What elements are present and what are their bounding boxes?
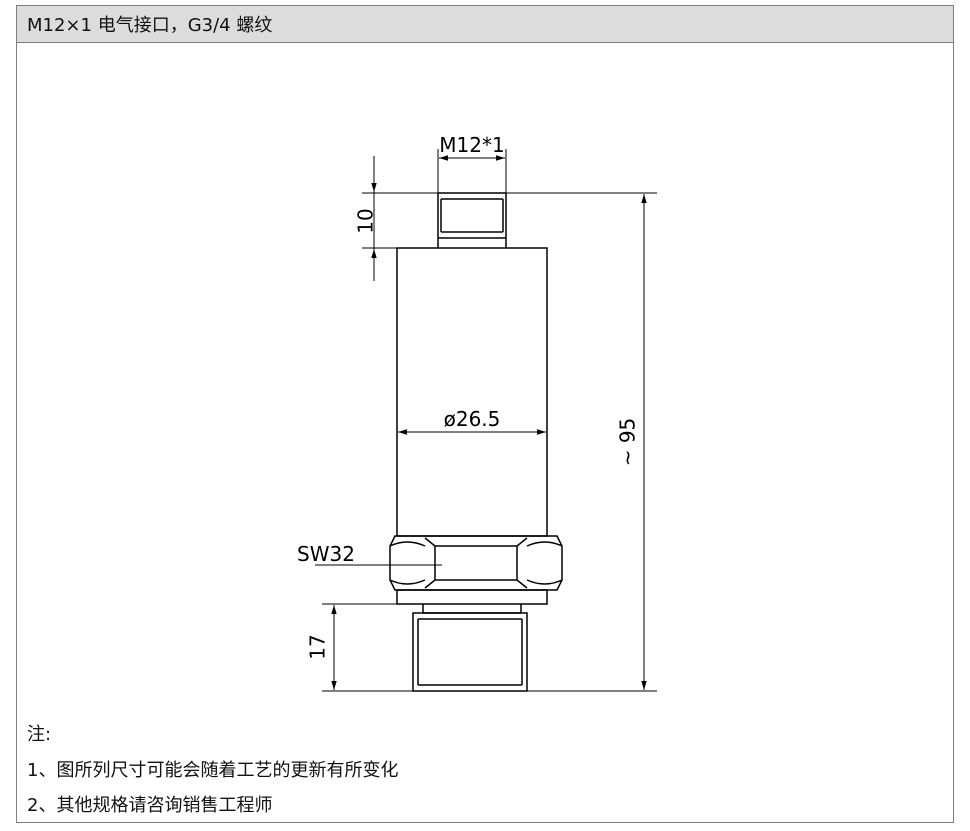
label-connector-thread: M12*1	[439, 133, 504, 157]
connector-body	[437, 192, 507, 239]
label-body-diameter: ø26.5	[444, 407, 501, 431]
note-item-2: 2、其他规格请咨询销售工程师	[27, 795, 273, 816]
label-connector-height: 10	[354, 208, 378, 233]
dimension-labels: M12*1 10 ø26.5 ~ 95 SW32 17	[297, 133, 640, 660]
note-item-1: 1、图所列尺寸可能会随着工艺的更新有所变化	[27, 760, 399, 781]
label-thread-length: 17	[306, 634, 330, 659]
process-thread	[412, 612, 528, 692]
hex-nut	[389, 535, 563, 591]
product-drawing-panel: M12×1 电气接口，G3/4 螺纹	[16, 5, 954, 823]
panel-title: M12×1 电气接口，G3/4 螺纹	[27, 15, 273, 36]
dimension-lines	[315, 149, 657, 692]
label-hex-size: SW32	[297, 542, 355, 566]
sensor-outline	[389, 192, 563, 692]
label-total-length: ~ 95	[616, 418, 640, 467]
notes-heading: 注:	[27, 724, 52, 745]
technical-drawing: M12*1 10 ø26.5 ~ 95 SW32 17	[297, 133, 657, 692]
panel-header: M12×1 电气接口，G3/4 螺纹	[17, 6, 953, 43]
main-body	[396, 247, 548, 537]
